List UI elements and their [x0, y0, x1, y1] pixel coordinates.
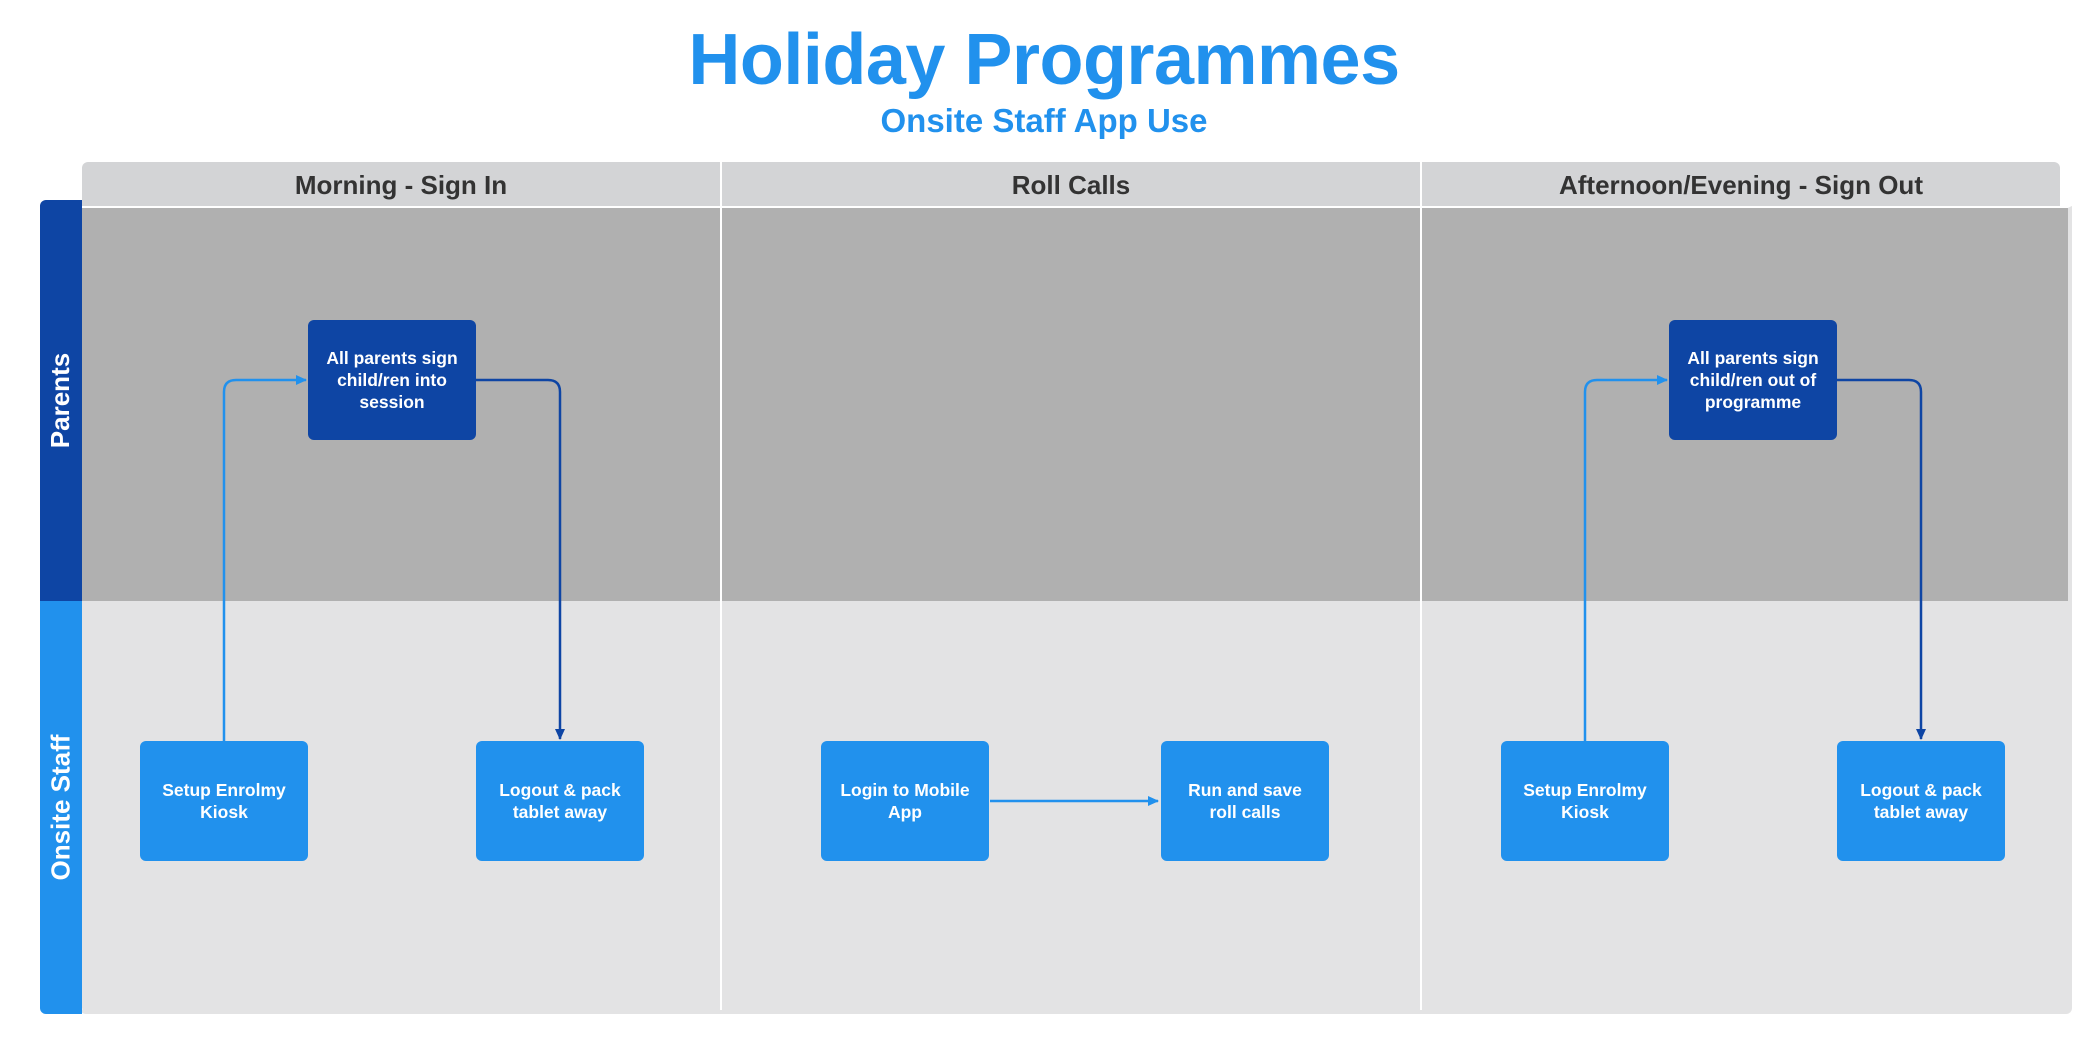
- node-morning-logout: Logout & pack tablet away: [476, 741, 644, 861]
- node-evening-logout: Logout & pack tablet away: [1837, 741, 2005, 861]
- node-morning-parents-sign-in: All parents sign child/ren into session: [308, 320, 476, 440]
- node-morning-setup-kiosk: Setup Enrolmy Kiosk: [140, 741, 308, 861]
- diagram-title: Holiday Programmes: [688, 20, 1400, 100]
- lane-label-onsite-staff: Onsite Staff: [40, 601, 82, 1014]
- column-header-afternoon-evening: Afternoon/Evening - Sign Out: [1422, 162, 2060, 208]
- lane-label-parents-text: Parents: [45, 352, 76, 449]
- lane-label-parents: Parents: [40, 200, 82, 601]
- node-evening-setup-kiosk: Setup Enrolmy Kiosk: [1501, 741, 1669, 861]
- column-header-morning: Morning - Sign In: [82, 162, 720, 208]
- lane-label-onsite-staff-text: Onsite Staff: [45, 734, 76, 881]
- lane-onsite-staff-area: [82, 601, 2070, 1010]
- node-evening-parents-sign-out: All parents sign child/ren out of progra…: [1669, 320, 1837, 440]
- column-header-roll-calls: Roll Calls: [722, 162, 1420, 208]
- node-roll-call-run: Run and save roll calls: [1161, 741, 1329, 861]
- diagram-subtitle: Onsite Staff App Use: [880, 102, 1208, 139]
- column-divider: [1420, 162, 1422, 1010]
- column-divider: [720, 162, 722, 1010]
- node-roll-call-login: Login to Mobile App: [821, 741, 989, 861]
